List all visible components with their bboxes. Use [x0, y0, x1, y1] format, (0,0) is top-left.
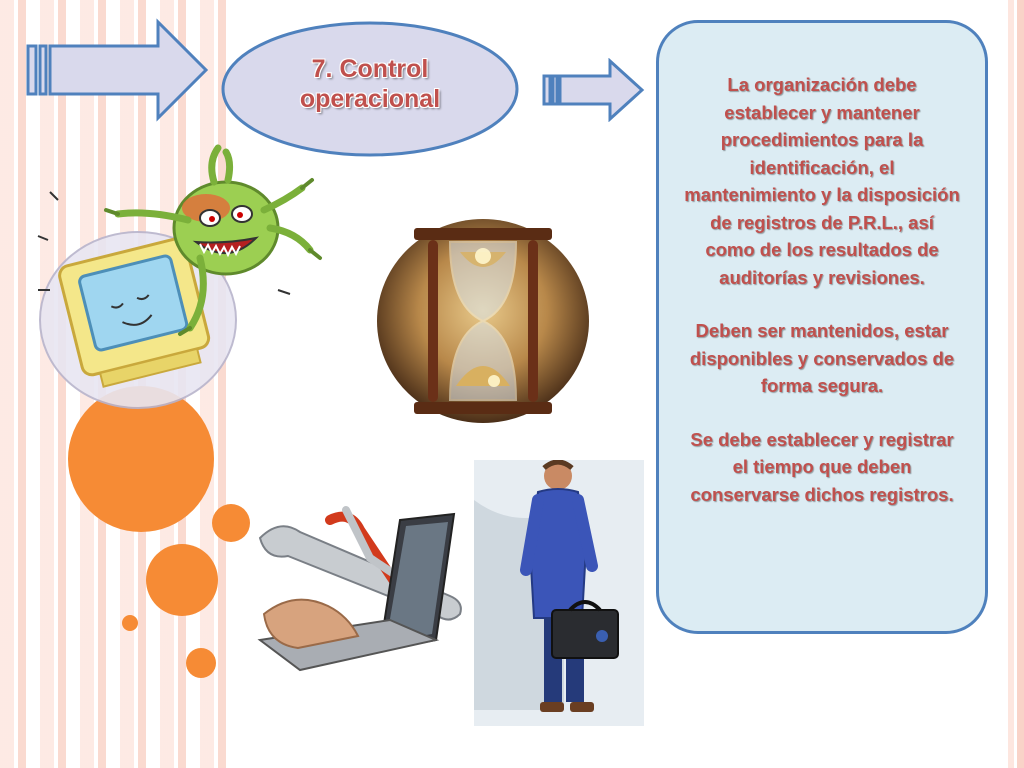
paragraph-retention: Se debe establecer y registrar el tiempo…: [690, 428, 954, 505]
orange-dot-tiny: [122, 615, 138, 631]
computer-virus-illustration: [28, 140, 328, 425]
title-ellipse: 7. Control operacional: [220, 20, 520, 158]
orange-dot-small-2: [186, 648, 216, 678]
paragraph-maintained: Deben ser mantenidos, estar disponibles …: [689, 320, 955, 396]
laptop-tools-image: [250, 490, 476, 677]
left-arrow-shape: [26, 18, 210, 122]
paragraph-records: La organización debe establecer y manten…: [684, 74, 960, 288]
info-text-box: La organización debe establecer y manten…: [656, 20, 988, 634]
slide-title: 7. Control operacional: [299, 55, 441, 113]
right-arrow-shape: [542, 58, 646, 122]
hourglass-image: [374, 216, 592, 431]
orange-dot-medium: [146, 544, 218, 616]
orange-dot-large: [68, 386, 214, 532]
right-stripe-decoration: [1008, 0, 1024, 768]
technician-image: [474, 459, 644, 731]
orange-dot-small: [212, 504, 250, 542]
